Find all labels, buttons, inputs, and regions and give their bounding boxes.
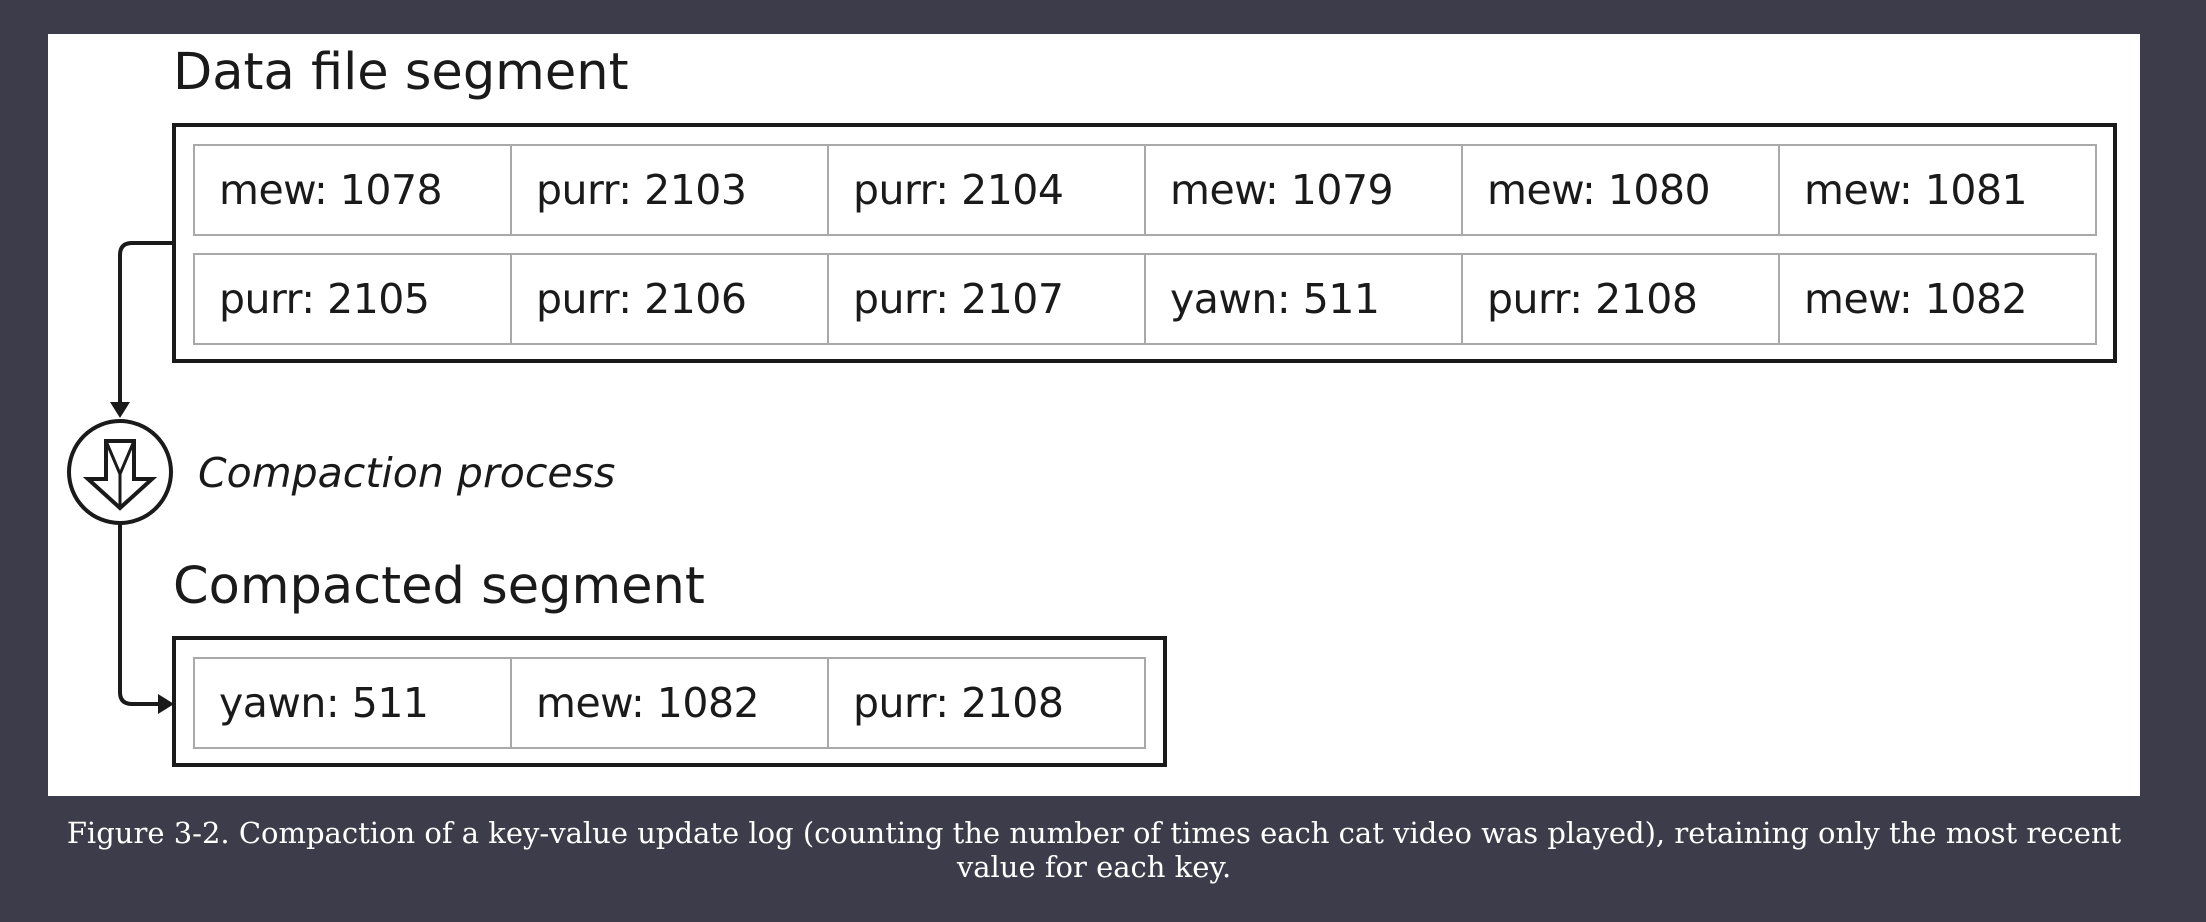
log-entry: mew: 1080 <box>1463 146 1780 234</box>
compaction-process-label: Compaction process <box>198 449 616 497</box>
log-entry: purr: 2106 <box>512 255 829 343</box>
log-entry: yawn: 511 <box>195 659 512 747</box>
log-entry: purr: 2105 <box>195 255 512 343</box>
log-entry: mew: 1078 <box>195 146 512 234</box>
figure-caption: Figure 3-2. Compaction of a key-value up… <box>66 816 2122 884</box>
log-entry: purr: 2103 <box>512 146 829 234</box>
log-entry: purr: 2104 <box>829 146 1146 234</box>
compacted-segment-box: yawn: 511 mew: 1082 purr: 2108 <box>172 636 1167 767</box>
log-entry: purr: 2107 <box>829 255 1146 343</box>
flow-line-top <box>118 241 172 404</box>
log-entry: purr: 2108 <box>1463 255 1780 343</box>
log-entry: purr: 2108 <box>853 679 1064 727</box>
log-entry: mew: 1082 <box>1804 275 2028 323</box>
data-segment-row: mew: 1078 purr: 2103 purr: 2104 mew: 107… <box>193 144 2097 236</box>
down-arrow-in-circle-icon <box>67 419 173 525</box>
log-entry: mew: 1079 <box>1146 146 1463 234</box>
flow-arrowhead-top <box>110 402 130 418</box>
figure-panel: Data file segment mew: 1078 purr: 2103 p… <box>48 34 2140 796</box>
data-segment-heading: Data file segment <box>173 43 629 102</box>
flow-connector <box>67 241 174 714</box>
log-entry: yawn: 511 <box>1146 255 1463 343</box>
compacted-segment-row: yawn: 511 mew: 1082 purr: 2108 <box>193 657 1146 749</box>
compacted-segment-heading: Compacted segment <box>173 557 705 616</box>
log-entry: mew: 1082 <box>512 659 829 747</box>
flow-arrowhead-bottom <box>158 694 174 714</box>
data-segment-box: mew: 1078 purr: 2103 purr: 2104 mew: 107… <box>172 123 2117 363</box>
flow-line-bottom <box>118 523 160 706</box>
data-segment-row: purr: 2105 purr: 2106 purr: 2107 yawn: 5… <box>193 253 2097 345</box>
log-entry: mew: 1081 <box>1804 166 2028 214</box>
